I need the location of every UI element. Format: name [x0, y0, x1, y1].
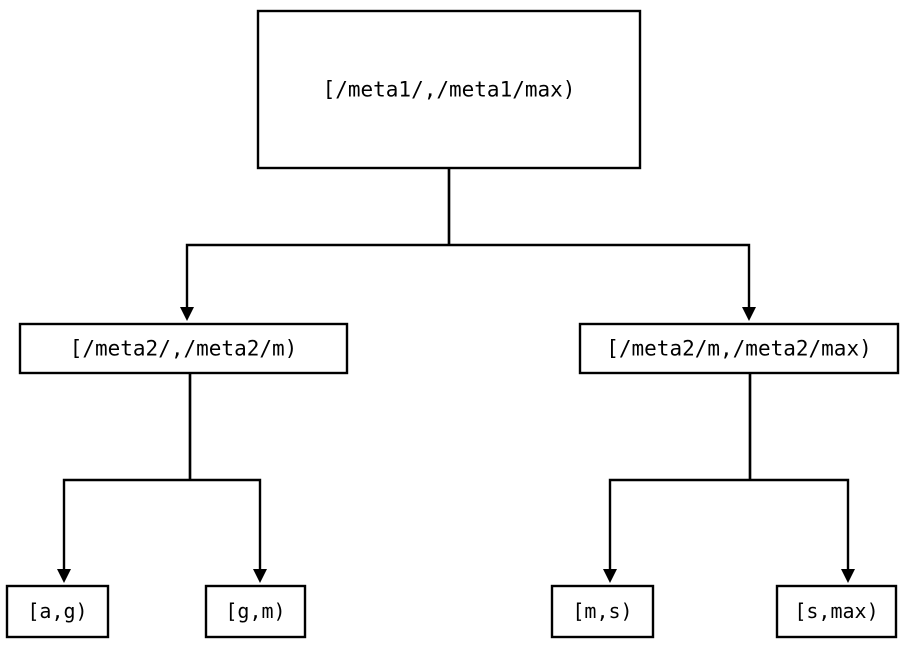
node-box[interactable]: [775, 584, 898, 639]
tree-edge: [180, 168, 451, 321]
node-box[interactable]: [5, 584, 110, 639]
node-box[interactable]: [204, 584, 307, 639]
edge-arrowhead-icon: [841, 569, 855, 583]
tree-edge: [603, 373, 752, 583]
edge-connector-line: [608, 373, 752, 569]
node-label: [/meta1/,/meta1/max): [323, 78, 576, 102]
edge-arrowhead-icon: [603, 569, 617, 583]
tree-node[interactable]: [a,g): [5, 584, 110, 639]
node-box[interactable]: [18, 322, 349, 375]
tree-edge: [188, 373, 267, 583]
nodes-layer: [/meta1/,/meta1/max) [/meta2/,/meta2/m) [/…: [5, 9, 900, 639]
tree-node[interactable]: [/meta2/,/meta2/m): [18, 322, 349, 375]
edges-layer: [57, 168, 855, 583]
tree-node[interactable]: [g,m): [204, 584, 307, 639]
tree-node[interactable]: [/meta1/,/meta1/max): [256, 9, 642, 170]
edge-connector-line: [447, 168, 751, 307]
edge-connector-line: [748, 373, 850, 569]
node-label: [/meta2/,/meta2/m): [70, 337, 298, 361]
tree-node[interactable]: [m,s): [550, 584, 655, 639]
node-label: [s,max): [794, 599, 878, 623]
edge-arrowhead-icon: [253, 569, 267, 583]
edge-connector-line: [188, 373, 262, 569]
edge-connector-line: [62, 373, 192, 569]
tree-edge: [447, 168, 756, 321]
node-label: [a,g): [27, 599, 87, 623]
edge-arrowhead-icon: [57, 569, 71, 583]
edge-arrowhead-icon: [742, 307, 756, 321]
tree-node[interactable]: [/meta2/m,/meta2/max): [578, 322, 900, 375]
tree-node[interactable]: [s,max): [775, 584, 898, 639]
node-box[interactable]: [256, 9, 642, 170]
node-label: [/meta2/m,/meta2/max): [606, 337, 872, 361]
edge-arrowhead-icon: [180, 307, 194, 321]
node-box[interactable]: [550, 584, 655, 639]
edge-connector-line: [185, 168, 451, 307]
tree-edge: [748, 373, 855, 583]
node-label: [g,m): [225, 599, 285, 623]
node-label: [m,s): [572, 599, 632, 623]
tree-edge: [57, 373, 192, 583]
node-box[interactable]: [578, 322, 900, 375]
